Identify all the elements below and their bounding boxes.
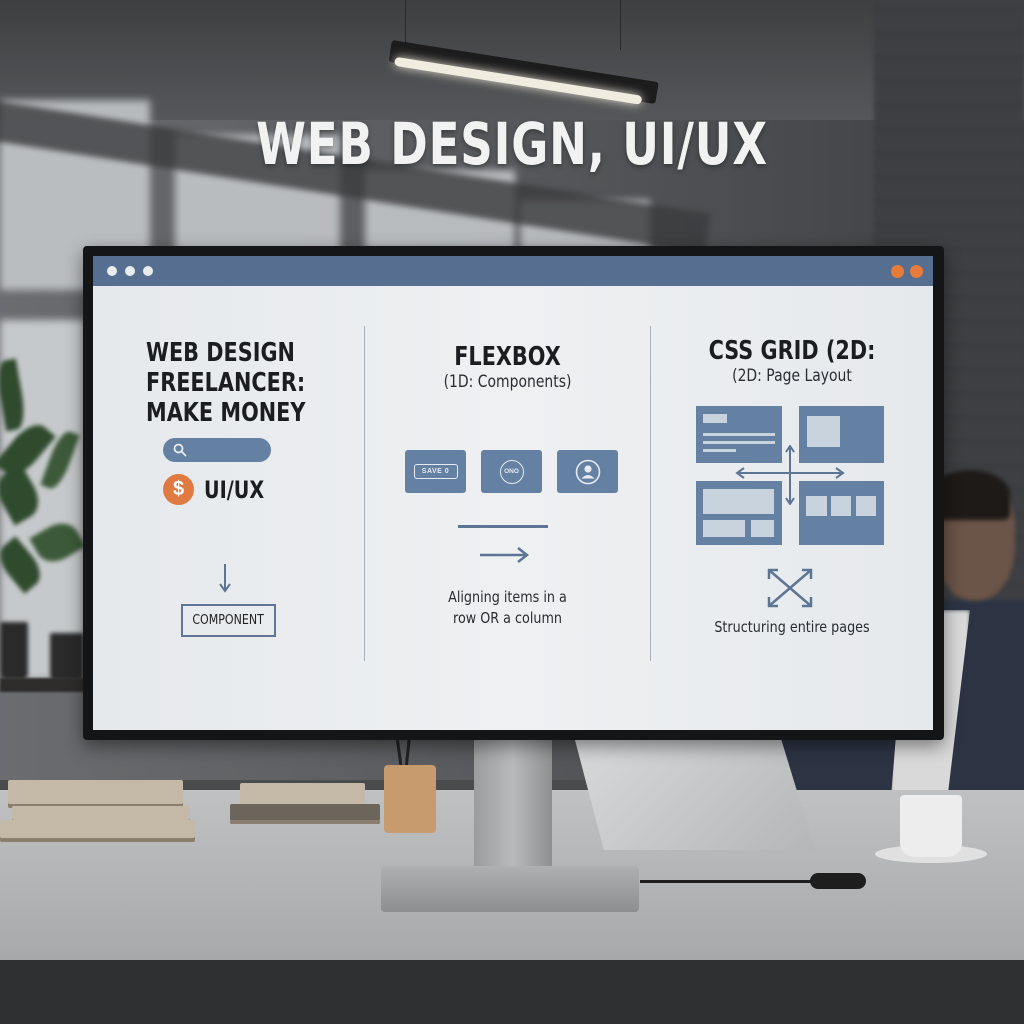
- lamp-wire: [620, 0, 621, 50]
- book: [230, 804, 380, 824]
- grid-title: CSS GRID (2D:: [708, 336, 876, 366]
- window-dot-icon[interactable]: [107, 266, 117, 276]
- flex-item-button-card[interactable]: SAVE 0: [405, 450, 466, 493]
- cable: [640, 880, 860, 883]
- desk-shadow: [0, 960, 1024, 1024]
- search-icon: [173, 443, 187, 457]
- minimize-dot-icon[interactable]: [891, 264, 904, 278]
- mini-circle-badge: ONO: [499, 459, 524, 484]
- monitor: WEB DESIGN FREELANCER: MAKE MONEY $ UI/U…: [83, 246, 944, 740]
- flexbox-heading: FLEXBOX (1D: Components): [365, 342, 650, 392]
- flex-item-avatar-card[interactable]: [557, 450, 618, 493]
- flex-items-row: SAVE 0 ONO: [405, 450, 618, 493]
- browser-window: WEB DESIGN FREELANCER: MAKE MONEY $ UI/U…: [93, 256, 933, 730]
- freelancer-column: WEB DESIGN FREELANCER: MAKE MONEY $ UI/U…: [93, 286, 364, 730]
- arrow-right-icon: [480, 547, 530, 563]
- component-box[interactable]: COMPONENT: [181, 604, 276, 637]
- monitor-stand: [474, 738, 552, 878]
- flexbox-caption: Aligning items in a row OR a column: [386, 587, 628, 629]
- grid-subtitle: (2D: Page Layout: [732, 366, 852, 386]
- close-dot-icon[interactable]: [910, 264, 923, 278]
- ui-ux-label: UI/UX: [204, 475, 265, 504]
- headline: WEB DESIGN, UI/UX: [256, 110, 768, 178]
- laptop: [575, 740, 815, 850]
- arrow-down-icon: [219, 564, 231, 593]
- book: [8, 780, 183, 808]
- user-avatar-icon: [575, 459, 600, 484]
- title-line: MAKE MONEY: [146, 398, 306, 428]
- component-label: COMPONENT: [192, 613, 265, 628]
- window-controls-left: [107, 266, 153, 276]
- flex-item-circle-card[interactable]: ONO: [481, 450, 542, 493]
- column-divider: [650, 326, 651, 661]
- grid-caption: Structuring entire pages: [714, 618, 870, 636]
- caption-line: row OR a column: [452, 609, 562, 627]
- flexbox-subtitle: (1D: Components): [443, 372, 572, 392]
- dollar-icon: $: [163, 474, 194, 505]
- expand-diagonal-icon: [767, 568, 813, 608]
- arrows-cross-icon: [735, 445, 845, 505]
- cable-plug: [810, 873, 866, 889]
- column-divider: [364, 326, 365, 661]
- grid-tile-image[interactable]: [799, 406, 884, 463]
- book: [0, 820, 195, 842]
- css-grid-column: CSS GRID (2D: (2D: Page Layout: [651, 286, 933, 730]
- book: [12, 806, 190, 824]
- grid-tile-three-box[interactable]: [799, 481, 884, 545]
- caption-line: Aligning items in a: [448, 588, 567, 606]
- lamp-wire: [405, 0, 406, 50]
- mini-save-button: SAVE 0: [413, 464, 458, 479]
- flexbox-column: FLEXBOX (1D: Components) SAVE 0 ONO: [365, 286, 650, 730]
- flex-axis-line: [458, 525, 548, 528]
- pencil-cup: [384, 765, 436, 833]
- window-dot-icon[interactable]: [143, 266, 153, 276]
- grid-tile-text[interactable]: [696, 406, 782, 463]
- title-line: FREELANCER:: [146, 368, 306, 398]
- window-controls-right: [891, 264, 923, 278]
- grid-tile-split[interactable]: [696, 481, 782, 545]
- search-bar[interactable]: [163, 438, 271, 462]
- monitor-base: [381, 866, 639, 912]
- shelf: [0, 678, 90, 692]
- coffee-cup: [900, 795, 962, 857]
- window-dot-icon[interactable]: [125, 266, 135, 276]
- grid-heading: CSS GRID (2D: (2D: Page Layout: [651, 336, 933, 386]
- slide-content: WEB DESIGN FREELANCER: MAKE MONEY $ UI/U…: [93, 286, 933, 730]
- title-line: WEB DESIGN: [146, 338, 295, 368]
- ui-ux-money-row: $ UI/UX: [163, 474, 279, 505]
- window-titlebar: [93, 256, 933, 286]
- freelancer-title: WEB DESIGN FREELANCER: MAKE MONEY: [146, 338, 345, 428]
- flexbox-title: FLEXBOX: [454, 342, 561, 372]
